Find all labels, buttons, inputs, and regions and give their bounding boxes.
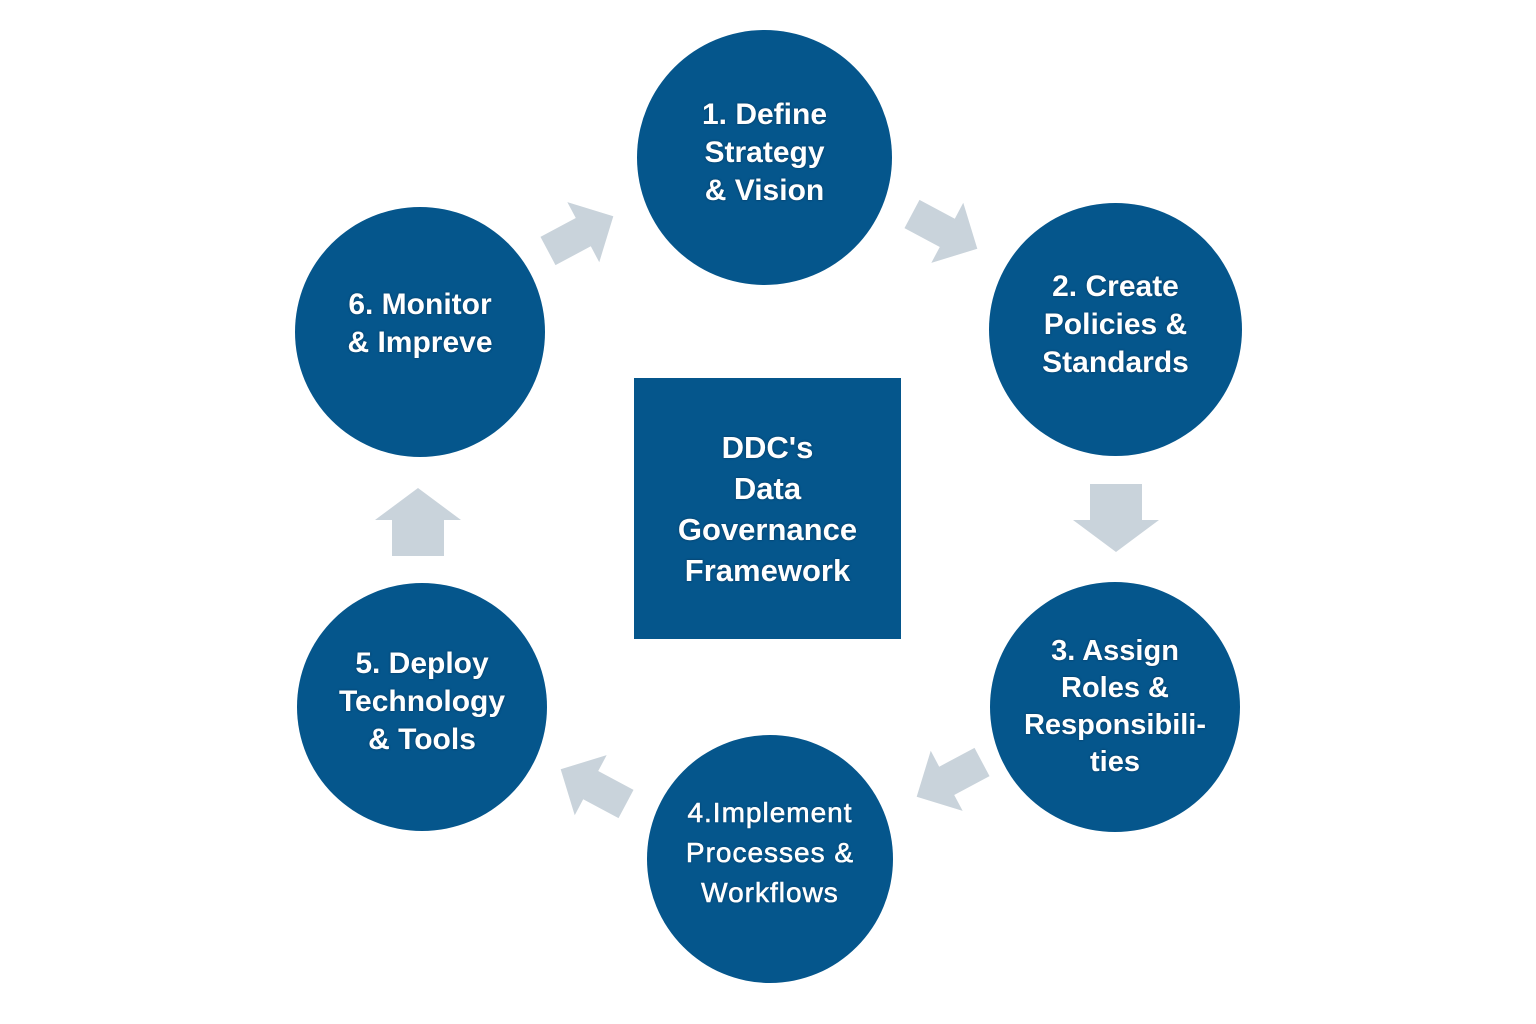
step-5-label: 5. Deploy Technology & Tools: [338, 647, 506, 756]
step-4-label: 4.Implement Processes & Workflows: [685, 797, 855, 909]
arrow-3-to-4: [916, 747, 990, 811]
arrow-4-to-5: [560, 755, 634, 819]
arrow-6-to-1: [540, 202, 614, 266]
step-3-node: 3. Assign Roles & Responsibili- ties: [990, 582, 1240, 832]
step-1-node: 1. Define Strategy & Vision: [637, 30, 892, 285]
step-2-node: 2. Create Policies & Standards: [989, 203, 1242, 456]
step-6-label: 6. Monitor & Impreve: [347, 288, 493, 359]
arrow-5-to-6: [375, 488, 461, 556]
arrow-2-to-3: [1073, 484, 1159, 552]
framework-center-box: DDC's Data Governance Framework: [634, 378, 901, 639]
step-6-node: 6. Monitor & Impreve: [295, 207, 545, 457]
step-4-node: 4.Implement Processes & Workflows: [647, 735, 893, 983]
arrow-1-to-2: [904, 199, 978, 263]
framework-title: DDC's Data Governance Framework: [677, 429, 858, 588]
step-1-label: 1. Define Strategy & Vision: [701, 97, 828, 207]
step-5-node: 5. Deploy Technology & Tools: [297, 583, 547, 831]
step-3-label: 3. Assign Roles & Responsibili- ties: [1023, 635, 1207, 778]
step-2-label: 2. Create Policies & Standards: [1042, 269, 1189, 379]
